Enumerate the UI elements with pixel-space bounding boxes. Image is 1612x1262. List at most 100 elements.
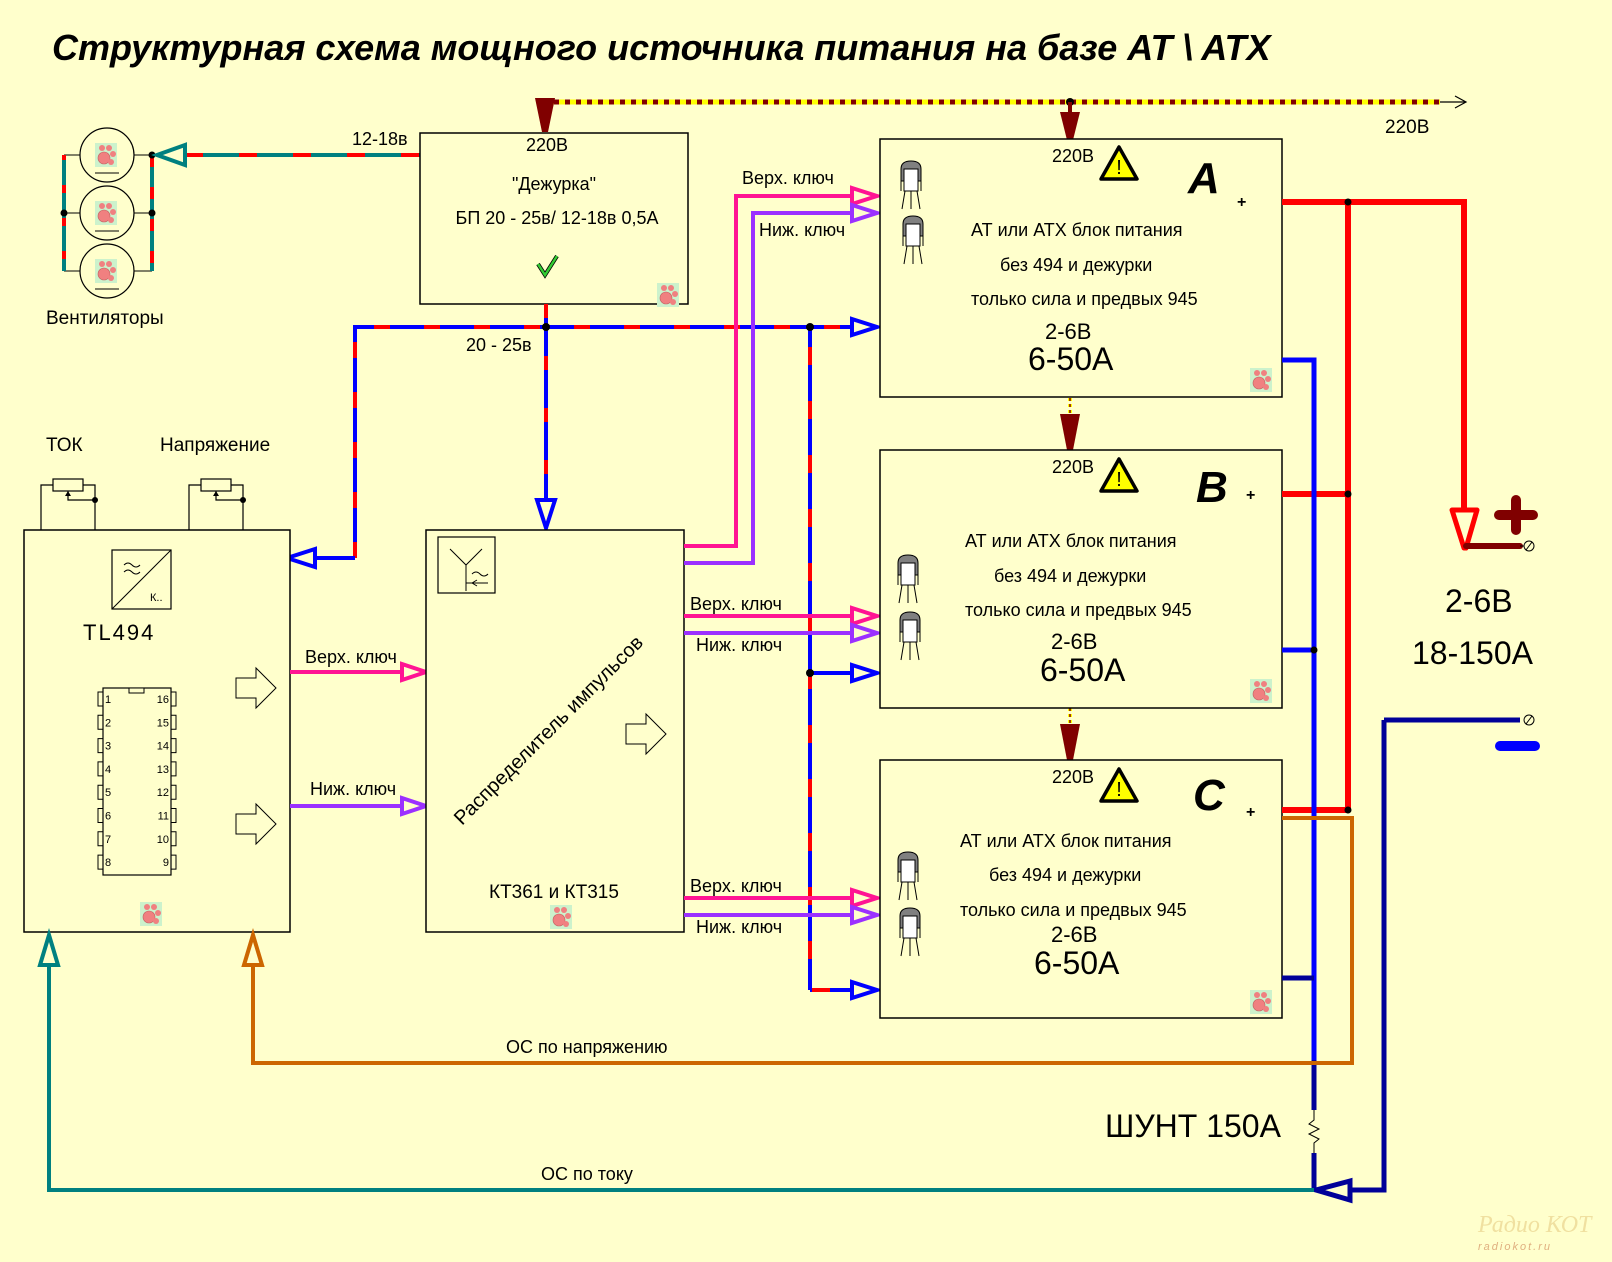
tl494-name: TL494	[83, 620, 155, 645]
lower-key-label-c: Ниж. ключ	[696, 917, 782, 937]
upper-key-signal-b	[684, 605, 884, 627]
lower-key-label-a: Ниж. ключ	[759, 220, 845, 240]
chip-pin: 12	[157, 784, 177, 800]
standby-name: "Дежурка"	[512, 174, 596, 194]
lower-key-signal-c	[684, 904, 884, 926]
psu-a-plus: +	[1237, 194, 1246, 211]
mains-arrow-psu-c	[1060, 724, 1080, 760]
current-feedback-label: ОС по току	[541, 1164, 633, 1184]
pin-number: 13	[157, 764, 169, 776]
psu-block-a: 220В A + АТ или АТХ блок питания без 494…	[879, 138, 1283, 398]
psu-c-line3: только сила и предвых 945	[960, 900, 1187, 920]
fan-supply-line	[151, 142, 420, 168]
psu-a-line1: АТ или АТХ блок питания	[971, 220, 1183, 240]
psu-b-line3: только сила и предвых 945	[965, 600, 1192, 620]
pin-number: 5	[105, 787, 111, 799]
lower-key-signal-tl494	[290, 795, 433, 817]
current-feedback-line	[37, 928, 1314, 1192]
lower-key-signal-a	[684, 202, 884, 565]
standby-psu-block	[419, 132, 689, 305]
pin-number: 4	[105, 764, 111, 776]
pin-number: 12	[157, 787, 169, 799]
pin-number: 3	[105, 741, 111, 753]
pin-number: 14	[157, 741, 169, 753]
chip-pin: 1	[97, 691, 111, 707]
psu-a-voltage: 2-6В	[1045, 319, 1091, 344]
mains-voltage-label: 220В	[1385, 117, 1429, 138]
mains-arrow-psu-a	[1060, 112, 1080, 140]
chip-pin: 3	[97, 738, 111, 754]
psu-a-letter: A	[1187, 154, 1220, 203]
psu-c-letter: C	[1193, 771, 1226, 820]
output-voltage: 2-6В	[1445, 583, 1513, 619]
psu-c-line1: АТ или АТХ блок питания	[960, 831, 1172, 851]
standby-spec: БП 20 - 25в/ 12-18в 0,5А	[456, 208, 659, 228]
tl494-upper-key-label: Верх. ключ	[305, 647, 397, 667]
chip-pin: 13	[157, 761, 177, 777]
pot-current-label: ТОК	[46, 435, 83, 456]
psu-c-plus: +	[1246, 804, 1255, 821]
psu-a-input: 220В	[1052, 146, 1094, 166]
chip-pin: 8	[97, 854, 111, 870]
chip-pin: 4	[97, 761, 111, 777]
pin-number: 10	[157, 834, 169, 846]
pin-number: 15	[157, 717, 169, 729]
pin-number: 16	[157, 694, 169, 706]
mains-line	[548, 95, 1468, 109]
distributor-transistors: КТ361 и КТ315	[489, 882, 619, 903]
fans-label: Вентиляторы	[46, 308, 164, 329]
psu-block-b: 220В B + АТ или АТХ блок питания без 494…	[879, 449, 1283, 709]
chip-pin: 11	[158, 808, 177, 823]
psu-b-current: 6-50А	[1040, 652, 1126, 688]
psu-a-current: 6-50А	[1028, 341, 1114, 377]
tl494-lower-key-label: Ниж. ключ	[310, 779, 396, 799]
psu-a-line3: только сила и предвых 945	[971, 289, 1198, 309]
pin-number: 6	[105, 811, 111, 823]
pot-voltage	[188, 478, 246, 530]
converter-icon	[111, 549, 172, 610]
antenna-icon	[437, 536, 496, 594]
chip-pin: 9	[163, 854, 177, 870]
pin-number: 7	[105, 834, 111, 846]
chip-pin: 14	[157, 738, 177, 754]
psu-b-line1: АТ или АТХ блок питания	[965, 531, 1177, 551]
fan-supply-label: 12-18в	[352, 129, 408, 149]
pin-number: 8	[105, 857, 111, 869]
psu-a-line2: без 494 и дежурки	[1000, 255, 1152, 275]
fans-group	[60, 127, 156, 299]
plus-terminal-icon	[1494, 495, 1538, 535]
pin-number: 9	[163, 857, 169, 869]
psu-c-line2: без 494 и дежурки	[989, 865, 1141, 885]
mains-arrow-standby	[535, 98, 555, 132]
upper-key-signal-c	[684, 887, 884, 909]
pin-number: 1	[105, 694, 111, 706]
shunt-label: ШУНТ 150А	[1105, 1108, 1282, 1144]
psu-c-input: 220В	[1052, 767, 1094, 787]
psu-b-line2: без 494 и дежурки	[994, 566, 1146, 586]
standby-output-label: 20 - 25в	[466, 335, 532, 355]
voltage-feedback-line	[241, 816, 1354, 1065]
psu-b-voltage: 2-6В	[1051, 629, 1097, 654]
upper-key-label-b: Верх. ключ	[690, 594, 782, 614]
converter-label: К..	[150, 592, 163, 604]
output-current: 18-150А	[1412, 635, 1534, 671]
voltage-feedback-label: ОС по напряжению	[506, 1037, 668, 1057]
pot-current	[40, 478, 98, 530]
pin-number: 2	[105, 717, 111, 729]
supply-bus-20-25v	[280, 304, 884, 1001]
pin-number: 11	[158, 811, 169, 823]
pot-voltage-label: Напряжение	[160, 435, 270, 456]
chip-pin: 6	[97, 808, 111, 823]
standby-input-label: 220В	[526, 135, 568, 155]
chip-pin: 16	[157, 691, 177, 707]
chip-pin: 2	[97, 714, 111, 730]
mains-arrow-psu-b	[1060, 414, 1080, 450]
page-title: Структурная схема мощного источника пита…	[52, 27, 1273, 68]
upper-key-label-c: Верх. ключ	[690, 876, 782, 896]
chip-pin: 15	[157, 714, 177, 730]
watermark-site: radiokot.ru	[1478, 1241, 1552, 1253]
negative-bus	[1282, 357, 1535, 1204]
upper-key-signal-a	[684, 185, 884, 548]
